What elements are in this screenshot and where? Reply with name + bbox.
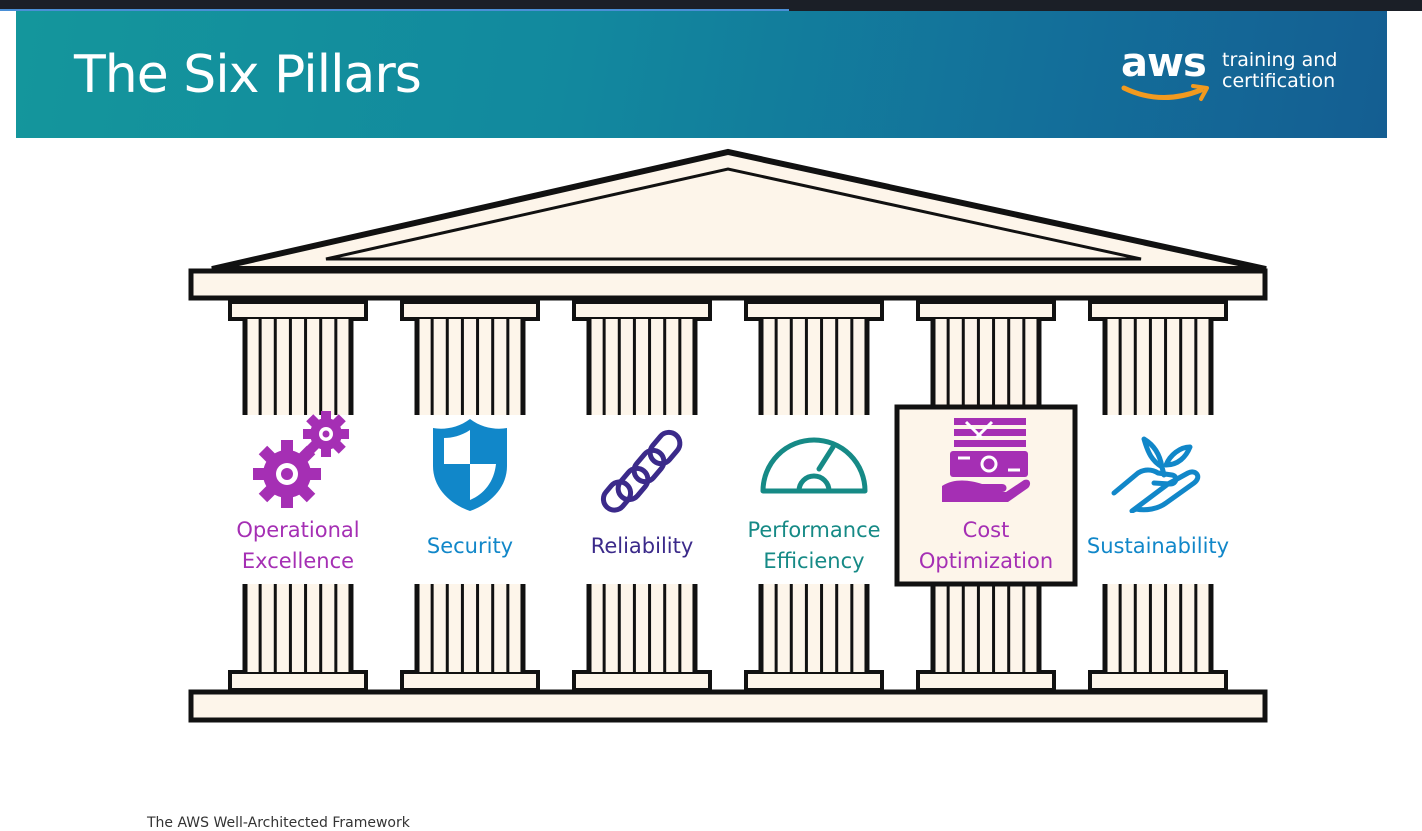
column	[916, 300, 1056, 692]
pillar-label: Sustainability	[1068, 531, 1248, 562]
shield-icon	[430, 416, 510, 518]
column	[1088, 300, 1228, 692]
temple-base-slab	[188, 689, 1268, 723]
temple-base	[188, 689, 1268, 723]
pillar-label-line: Security	[426, 534, 514, 558]
title-banner: The Six Pillars aws training and certifi…	[16, 11, 1387, 138]
slide-title: The Six Pillars	[74, 45, 422, 105]
pillar-label: Security	[380, 531, 560, 562]
column	[400, 300, 540, 692]
highlight-layer	[894, 404, 1078, 587]
gauge-icon	[759, 429, 869, 499]
column-capital	[744, 300, 884, 321]
aws-logo-tagline-line: training and	[1222, 49, 1338, 71]
aws-logo-tagline: training and certification	[1222, 50, 1337, 92]
column	[228, 300, 368, 692]
column-plinth	[1088, 670, 1228, 692]
temple-columns	[228, 300, 1228, 692]
column-plinth	[400, 670, 540, 692]
player-top-bar	[0, 0, 1422, 11]
column-plinth	[916, 670, 1056, 692]
pillar-label-line: Reliability	[590, 534, 694, 558]
gears-icon	[251, 408, 355, 516]
roof-entablature	[188, 268, 1268, 301]
money-hand-icon	[940, 416, 1032, 510]
temple-diagram	[188, 148, 1268, 723]
roof-inner-line	[325, 167, 1142, 261]
column-capital	[228, 300, 368, 321]
column-plinth	[228, 670, 368, 692]
chain-icon	[600, 427, 684, 519]
temple-roof	[188, 148, 1268, 301]
aws-logo-tagline-line: certification	[1222, 70, 1336, 92]
pillar-label: Reliability	[552, 531, 732, 562]
footer-caption: The AWS Well-Architected Framework	[147, 815, 410, 831]
column-capital	[916, 300, 1056, 321]
pillar-label-line: Cost	[962, 518, 1010, 542]
column-capital	[400, 300, 540, 321]
pillar-label-line: Efficiency	[763, 549, 865, 573]
aws-smile-icon	[1121, 84, 1209, 101]
column	[744, 300, 884, 692]
playback-progress-bar[interactable]	[0, 9, 790, 11]
column	[572, 300, 712, 692]
pillar-label-line: Sustainability	[1086, 534, 1230, 558]
pillar-label-line: Optimization	[918, 549, 1054, 573]
pillar-label-line: Performance	[747, 518, 881, 542]
pillar-label-line: Operational	[236, 518, 360, 542]
plant-hand-icon	[1110, 427, 1206, 517]
pillar-label-line: Excellence	[241, 549, 355, 573]
column-plinth	[572, 670, 712, 692]
column-capital	[1088, 300, 1228, 321]
column-capital	[572, 300, 712, 321]
aws-logo: aws	[1121, 40, 1211, 106]
column-plinth	[744, 670, 884, 692]
aws-logo-word: aws	[1121, 40, 1207, 86]
slide: The Six Pillars aws training and certifi…	[16, 11, 1387, 781]
highlight-box	[894, 404, 1078, 587]
